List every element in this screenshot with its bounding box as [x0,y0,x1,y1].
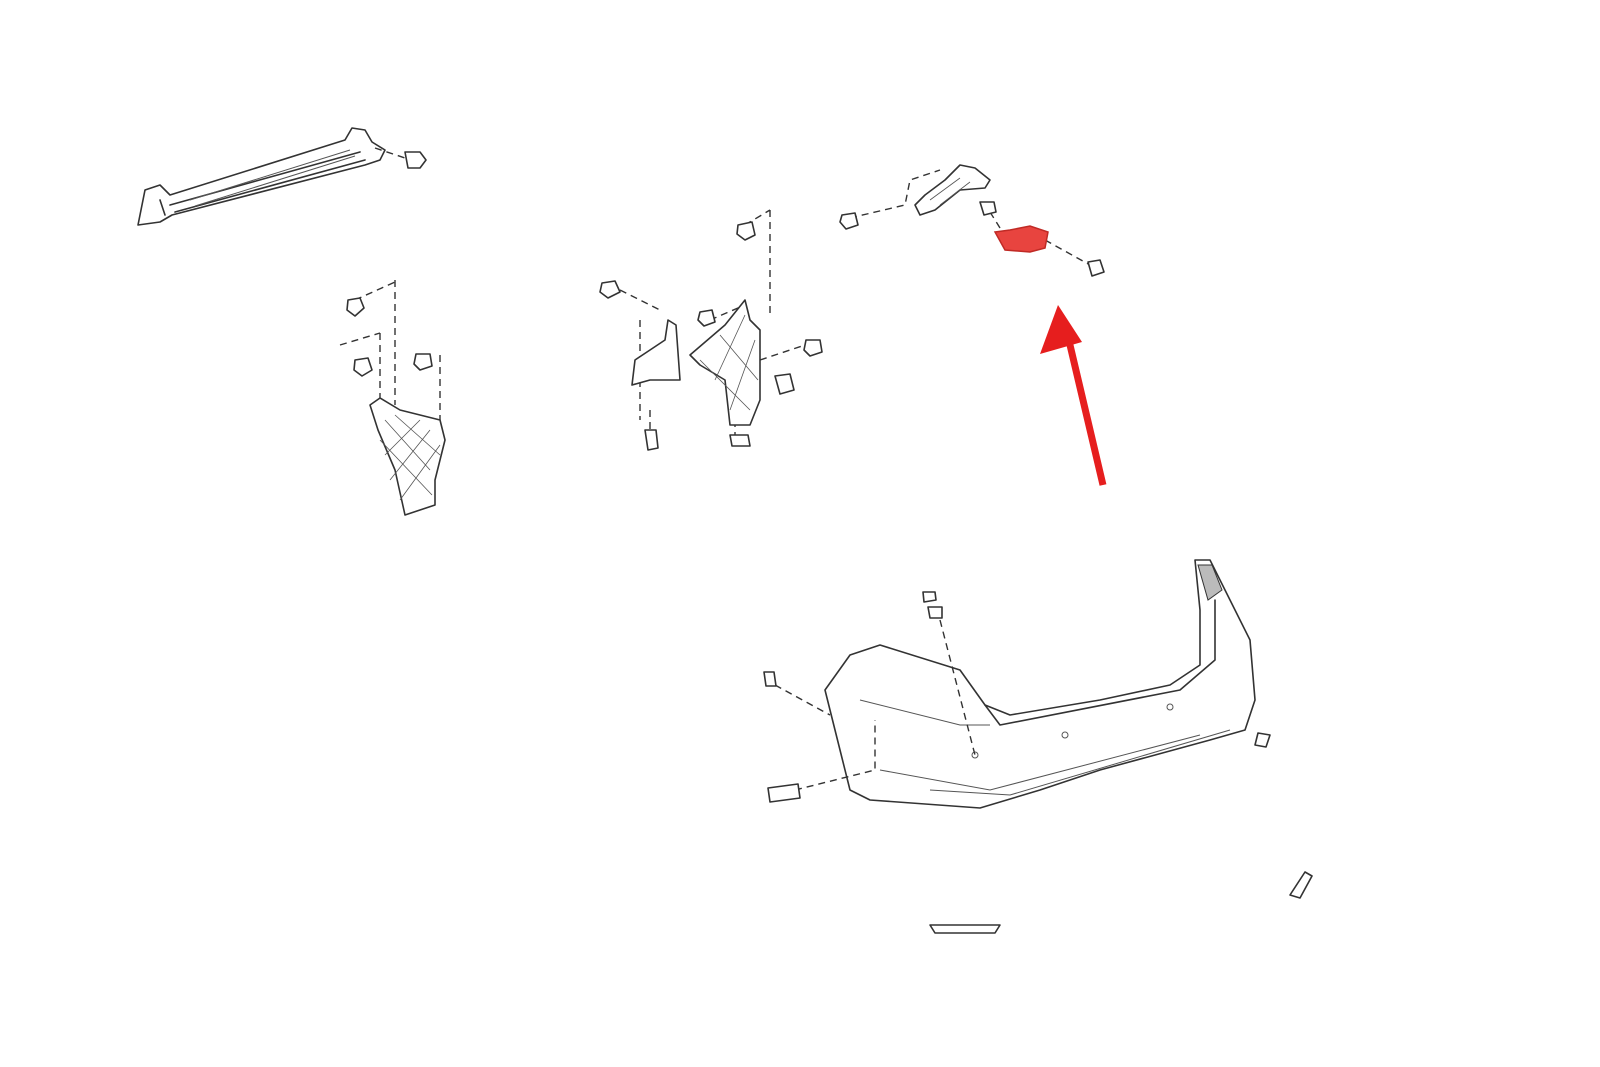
rear-bumper-cover [824,559,1256,809]
reflector-strips [929,871,1313,934]
bumper-side-bracket-left [339,280,446,516]
bumper-fasteners [763,591,1271,803]
bumper-shaded-corner [1197,564,1223,601]
highlighted-part-fill [993,225,1049,253]
highlighted-bumper-spacer [979,201,1105,277]
bolt [374,147,427,169]
red-pointer-arrow-icon [1040,305,1107,486]
bumper-reinforcement [137,127,386,226]
bumper-upper-bracket [839,164,991,230]
bumper-retainer-center [599,209,823,451]
